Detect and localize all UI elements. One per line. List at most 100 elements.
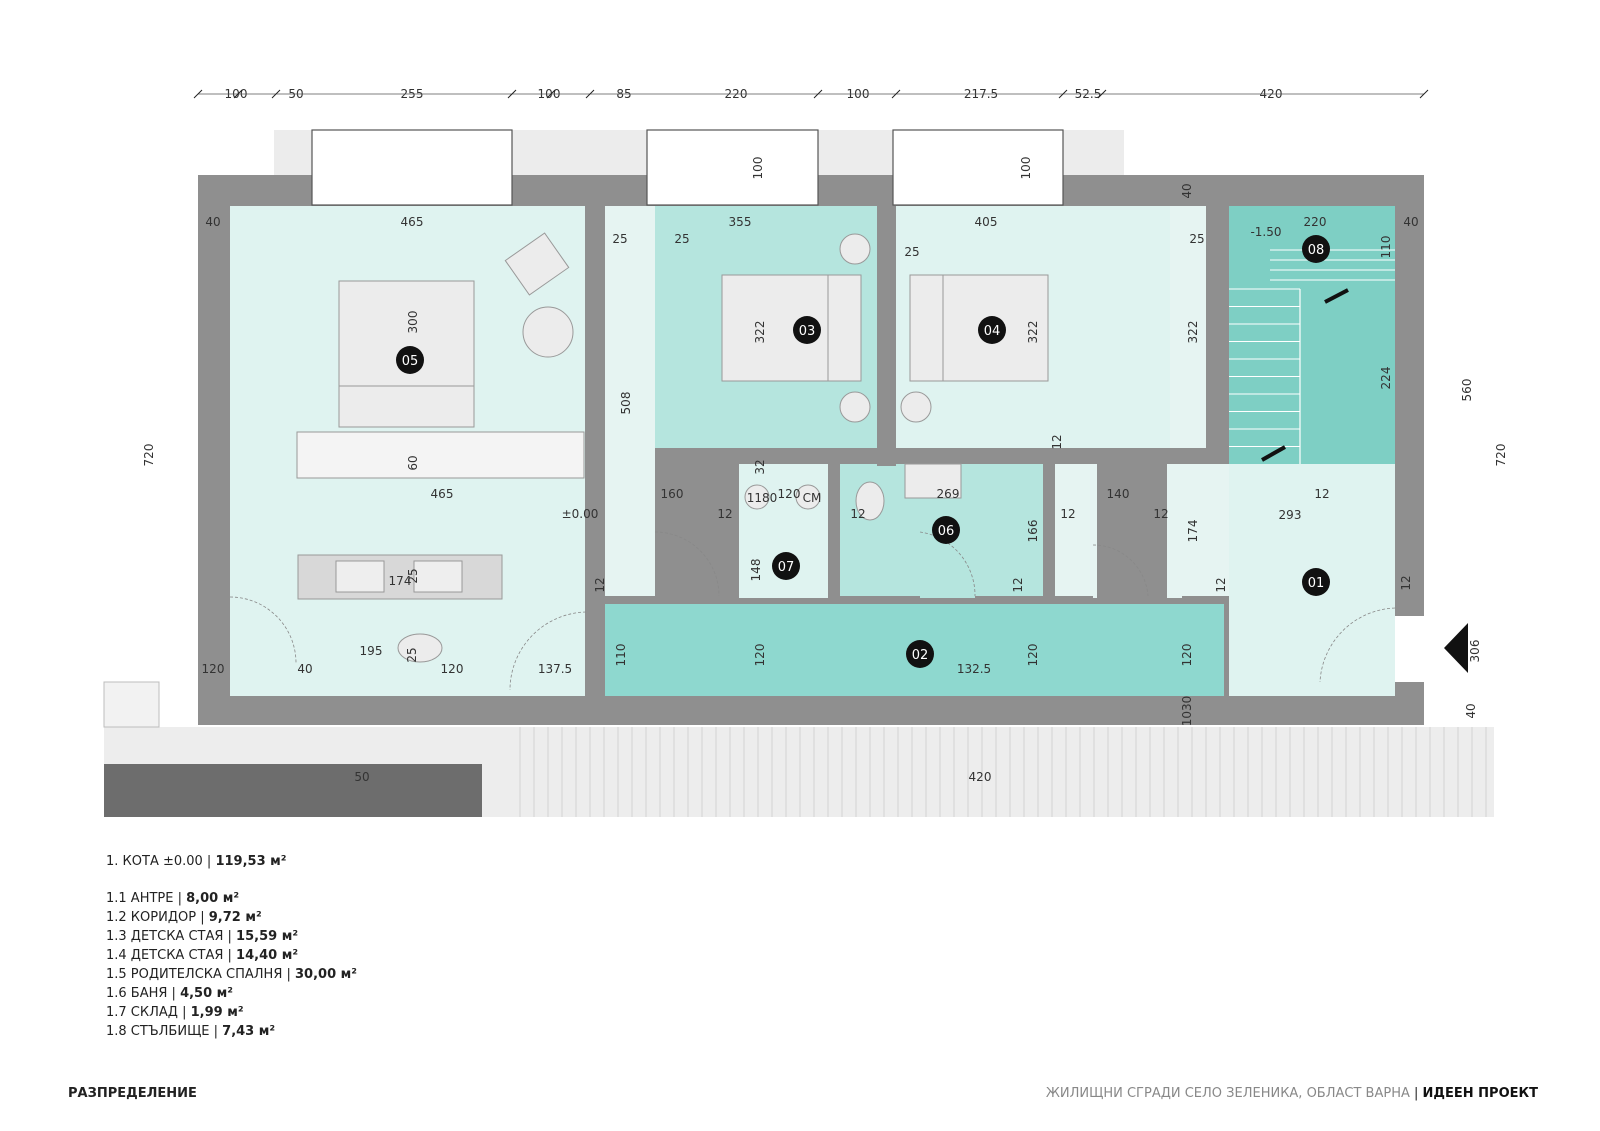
- legend-item-area: 14,40 м²: [236, 948, 299, 963]
- dim-label: 120: [778, 487, 801, 501]
- room-badge-06: 06: [932, 516, 960, 544]
- dim-label: 508: [619, 392, 633, 415]
- dim-label: 40: [205, 215, 220, 229]
- room-badge-circle: [772, 552, 800, 580]
- dim-label: 12: [1060, 507, 1075, 521]
- dim-label: 12: [850, 507, 865, 521]
- wall-int: [1043, 450, 1055, 604]
- dim-tick: [1097, 89, 1107, 99]
- legend-item: 1.2 КОРИДОР | 9,72 м²: [106, 908, 357, 927]
- dim-label: CM: [803, 491, 822, 505]
- legend-item: 1.3 ДЕТСКА СТАЯ | 15,59 м²: [106, 927, 357, 946]
- dim-label: 120: [441, 662, 464, 676]
- dim-label: 120: [753, 644, 767, 667]
- closet-entry: [1167, 464, 1229, 598]
- legend-item-area: 8,00 м²: [186, 891, 240, 906]
- dim-tick: [813, 89, 823, 99]
- legend-item-label: 1.5 РОДИТЕЛСКА СПАЛНЯ |: [106, 967, 295, 982]
- legend-item-label: 1.7 СКЛАД |: [106, 1005, 191, 1020]
- dim-tick: [1419, 89, 1429, 99]
- nightstand: [839, 233, 871, 265]
- dim-label: 40: [1403, 215, 1418, 229]
- dim-label: 110: [1379, 236, 1393, 259]
- stair-cut: [1261, 445, 1286, 462]
- sink: [413, 560, 463, 593]
- dim-label: 300: [406, 311, 420, 334]
- room-badge-label: 07: [778, 560, 795, 575]
- dim-label: 25: [406, 568, 420, 583]
- closet-right: [1055, 464, 1097, 598]
- dim-label: 25: [904, 245, 919, 259]
- sink: [335, 560, 385, 593]
- dim-label: 132.5: [957, 662, 991, 676]
- door-05: [509, 611, 587, 691]
- dim-label: 224: [1379, 367, 1393, 390]
- dim-label: 50: [354, 770, 369, 784]
- door-03: [654, 531, 720, 597]
- dim-label: 1030: [1180, 696, 1194, 727]
- dim-label: -1.50: [1250, 225, 1281, 239]
- dim-label: 120: [202, 662, 225, 676]
- project-caption: ЖИЛИЩНИ СГРАДИ СЕЛО ЗЕЛЕНИКА, ОБЛАСТ ВАР…: [1045, 1086, 1538, 1101]
- wall-int: [605, 596, 655, 604]
- legend-item-area: 4,50 м²: [180, 986, 233, 1001]
- legend-item-label: 1.1 АНТРЕ |: [106, 891, 187, 906]
- dim-tick: [1058, 89, 1068, 99]
- dim-label: 120: [1180, 644, 1194, 667]
- legend-total: 1. КОТА ±0.00 | 119,53 м²: [106, 854, 287, 869]
- dim-label: 220: [1304, 215, 1327, 229]
- area-legend: 1. КОТА ±0.00 | 119,53 м² 1.1 АНТРЕ | 8,…: [106, 852, 357, 1041]
- dim-label: 12: [1050, 434, 1064, 449]
- paving-lines: [519, 727, 1487, 817]
- wall-int: [1055, 596, 1093, 604]
- furniture: [296, 232, 1049, 663]
- room-badge-01: 01: [1302, 568, 1330, 596]
- room-badge-08: 08: [1302, 235, 1330, 263]
- dim-label: 12: [593, 577, 607, 592]
- dim-label: ±0.00: [562, 507, 599, 521]
- dim-label: 40: [1180, 183, 1194, 198]
- legend-item-area: 30,00 м²: [295, 967, 357, 982]
- wall-int: [725, 450, 739, 604]
- dark-block: [104, 764, 482, 817]
- bed-pillows: [338, 385, 475, 428]
- dim-label: 560: [1460, 379, 1474, 402]
- room-badge-circle: [793, 316, 821, 344]
- room-badge-circle: [1302, 568, 1330, 596]
- legend-item: 1.7 СКЛАД | 1,99 м²: [106, 1003, 357, 1022]
- room-badge-circle: [1302, 235, 1330, 263]
- dim-label: 40: [1464, 703, 1478, 718]
- legend-items: 1.1 АНТРЕ | 8,00 м² 1.2 КОРИДОР | 9,72 м²…: [106, 889, 357, 1041]
- dim-label: 160: [661, 487, 684, 501]
- dim-label: 12: [1153, 507, 1168, 521]
- dim-label: 100: [751, 157, 765, 180]
- room-badge-label: 05: [402, 354, 419, 369]
- room-badge-label: 06: [938, 524, 955, 539]
- door-04: [1092, 544, 1149, 597]
- floor-plan: 1005025510085220100217.552.5420100100404…: [103, 87, 1508, 817]
- dim-label: 355: [729, 215, 752, 229]
- bed-pillow: [909, 274, 944, 382]
- dim-label: 25: [405, 647, 419, 662]
- room-badge-04: 04: [978, 316, 1006, 344]
- dim-label: 25: [1189, 232, 1204, 246]
- dim-label: 720: [142, 444, 156, 467]
- wardrobe-04: [1170, 206, 1206, 448]
- room-badge-05: 05: [396, 346, 424, 374]
- dim-label: 1180: [747, 491, 778, 505]
- doors: [229, 531, 1396, 691]
- room-badge-label: 03: [799, 324, 816, 339]
- dim-label: 174: [1186, 520, 1200, 543]
- dim-label: 465: [431, 487, 454, 501]
- legend-item-label: 1.6 БАНЯ |: [106, 986, 181, 1001]
- dim-label: 25: [612, 232, 627, 246]
- room-badge-circle: [978, 316, 1006, 344]
- bench: [296, 431, 585, 479]
- dim-tick: [585, 89, 595, 99]
- sheet-title: РАЗПРЕДЕЛЕНИЕ: [68, 1086, 197, 1101]
- legend-item: 1.8 СТЪЛБИЩЕ | 7,43 м²: [106, 1022, 357, 1041]
- window-04: [892, 129, 1064, 206]
- legend-item-label: 1.2 КОРИДОР |: [106, 910, 209, 925]
- stair-treads: [1229, 249, 1395, 447]
